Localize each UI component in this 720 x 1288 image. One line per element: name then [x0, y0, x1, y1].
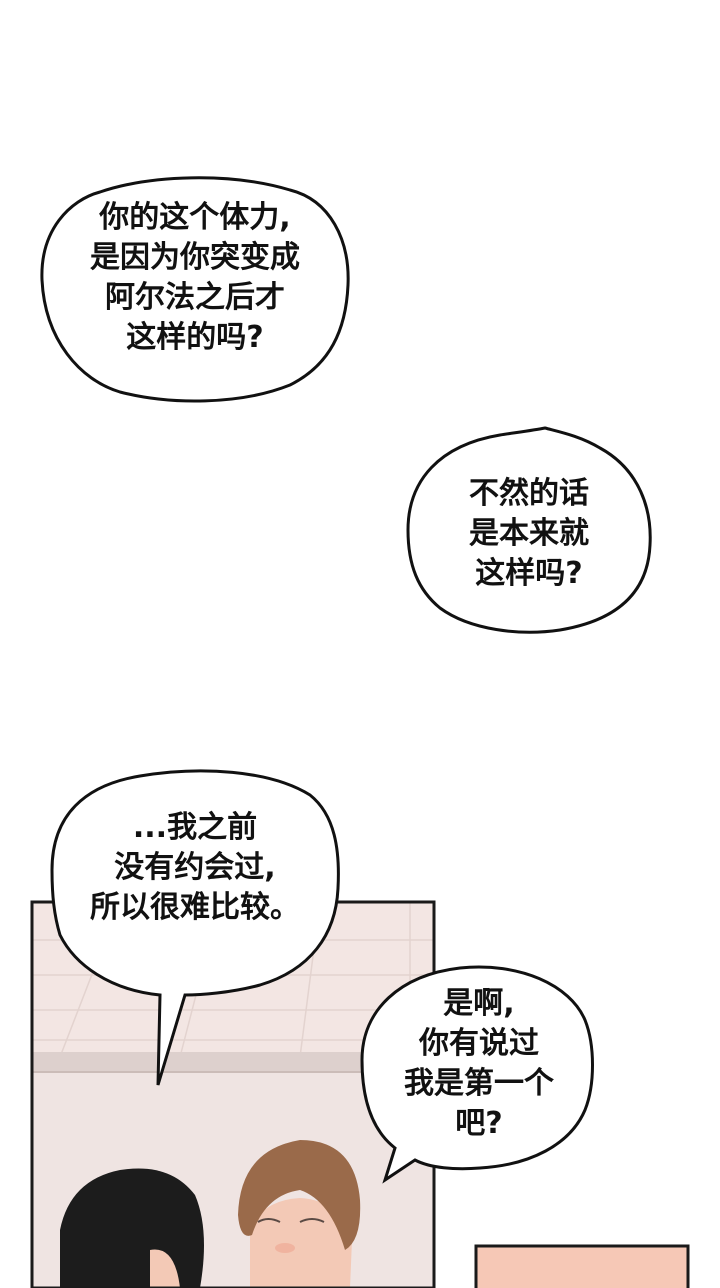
- bubble-4-line-2: 你有说过: [419, 1026, 539, 1061]
- bubble-2-line-2: 是本来就: [469, 516, 589, 551]
- bubble-1-line-1: 你的这个体力,: [99, 200, 291, 235]
- bubble-4-shape: [360, 965, 594, 1184]
- bubble-3-line-1: ...我之前: [132, 810, 258, 845]
- bubble-4-line-3: 我是第一个: [404, 1066, 554, 1101]
- bubble-1-text: 你的这个体力, 是因为你突变成 阿尔法之后才 这样的吗?: [48, 198, 342, 358]
- character-dark-hair: [60, 1168, 204, 1288]
- bubble-3-line-2: 没有约会过,: [114, 850, 276, 885]
- bubble-4-line-4: 吧?: [455, 1106, 503, 1141]
- side-panel: [474, 1244, 690, 1288]
- bubble-3-line-3: 所以很难比较。: [90, 890, 300, 925]
- bubble-3-text: ...我之前 没有约会过, 所以很难比较。: [60, 808, 330, 928]
- bubble-1-line-4: 这样的吗?: [126, 320, 264, 355]
- bubble-4-line-1: 是啊,: [443, 986, 515, 1021]
- bubble-4-text: 是啊, 你有说过 我是第一个 吧?: [372, 984, 586, 1144]
- bubble-2-shape: [406, 426, 652, 634]
- bubble-3-shape: [50, 769, 340, 1086]
- bubble-1-line-3: 阿尔法之后才: [105, 280, 285, 315]
- bubble-1-line-2: 是因为你突变成: [90, 240, 300, 275]
- bubble-2-line-3: 这样吗?: [475, 556, 583, 591]
- character-brown-hair: [238, 1140, 361, 1288]
- bubble-2-line-1: 不然的话: [469, 476, 589, 511]
- bubble-1-shape: [40, 176, 350, 403]
- bubble-2-text: 不然的话 是本来就 这样吗?: [418, 474, 640, 594]
